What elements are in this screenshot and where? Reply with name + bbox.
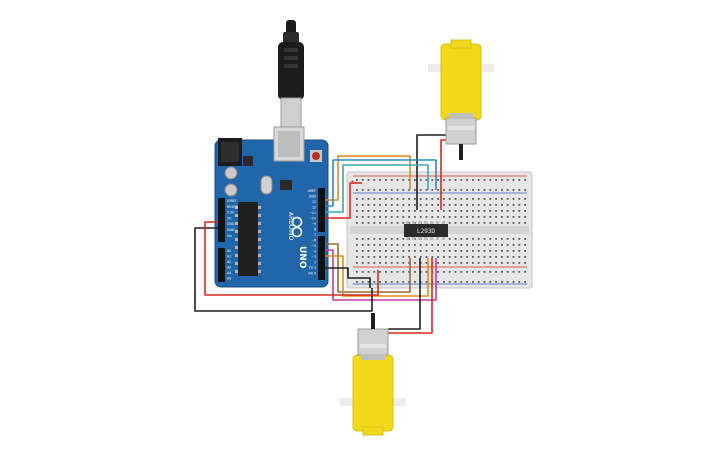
- pin-label: A4: [227, 271, 231, 275]
- pin-label: AREF: [308, 189, 316, 193]
- wire-bottom-motor-black[interactable]: [388, 258, 421, 330]
- pin-label: 4: [314, 250, 316, 254]
- wire-orange-lower[interactable]: [325, 255, 429, 297]
- pin-label: A3: [227, 266, 231, 270]
- wire-red-rail[interactable]: [325, 182, 362, 219]
- pin-label: ~3: [311, 255, 316, 259]
- arduino-brand-label: ARDUINO: [287, 212, 294, 241]
- reset-button[interactable]: [310, 150, 322, 162]
- wire-magenta-lower[interactable]: [325, 249, 437, 301]
- arduino-model-label: UNO: [297, 246, 307, 269]
- arduino-logo: [291, 216, 303, 238]
- pin-label: ~6: [311, 239, 316, 243]
- pin-label: ~10: [309, 217, 316, 221]
- wire-red-5v-loop[interactable]: [204, 221, 379, 296]
- pin-label: GND: [227, 228, 235, 232]
- pin-label: RX 0: [309, 272, 316, 276]
- wire-black-gnd-loop[interactable]: [194, 227, 373, 312]
- wire-blue-top[interactable]: [325, 159, 437, 207]
- wire-black-lower[interactable]: [325, 267, 371, 288]
- pin-label: GND: [309, 195, 317, 199]
- usb-cable[interactable]: [278, 20, 304, 129]
- motor-top[interactable]: [428, 39, 494, 160]
- pin-label: RESET: [227, 205, 237, 209]
- pin-label: 13: [312, 200, 316, 204]
- wire-bottom-motor-red[interactable]: [388, 258, 433, 334]
- pin-label: 8: [314, 228, 316, 232]
- digital-header-bottom[interactable]: [318, 236, 325, 280]
- chip-label: L293D: [417, 228, 435, 235]
- analog-header[interactable]: [218, 248, 225, 282]
- wire-top-motor-black[interactable]: [416, 134, 450, 210]
- pin-label: 2: [314, 261, 316, 265]
- pin-label: GND: [227, 222, 235, 226]
- pin-label: 5V: [227, 216, 232, 220]
- breadboard-holes[interactable]: [356, 179, 526, 283]
- pin-label: 7: [314, 233, 316, 237]
- digital-header-top[interactable]: [318, 188, 325, 232]
- pin-label: A1: [227, 255, 231, 259]
- atmega-chip: [238, 202, 258, 276]
- wire-teal-top[interactable]: [325, 164, 429, 213]
- pin-label: ~9: [311, 222, 316, 226]
- pin-label: 3.3V: [227, 211, 235, 215]
- pin-label: Vin: [227, 234, 232, 238]
- motor-bottom[interactable]: [340, 313, 406, 436]
- pin-label: A0: [227, 249, 231, 253]
- pin-label: 12: [312, 206, 316, 210]
- pin-label: ~11: [309, 211, 316, 215]
- pin-label: A5: [227, 277, 231, 281]
- pin-label: A2: [227, 260, 231, 264]
- pin-label: TX 1: [308, 266, 316, 270]
- l293d-driver-chip[interactable]: L293D: [404, 221, 448, 240]
- pin-label: IOREF: [227, 199, 237, 203]
- arduino-uno-board[interactable]: ARDUINO UNO AREFGND1312~11~10~987~6~54~3…: [214, 126, 329, 288]
- power-header[interactable]: [218, 198, 225, 242]
- wire-brown-lower[interactable]: [325, 243, 411, 293]
- pin-label: ~5: [311, 244, 316, 248]
